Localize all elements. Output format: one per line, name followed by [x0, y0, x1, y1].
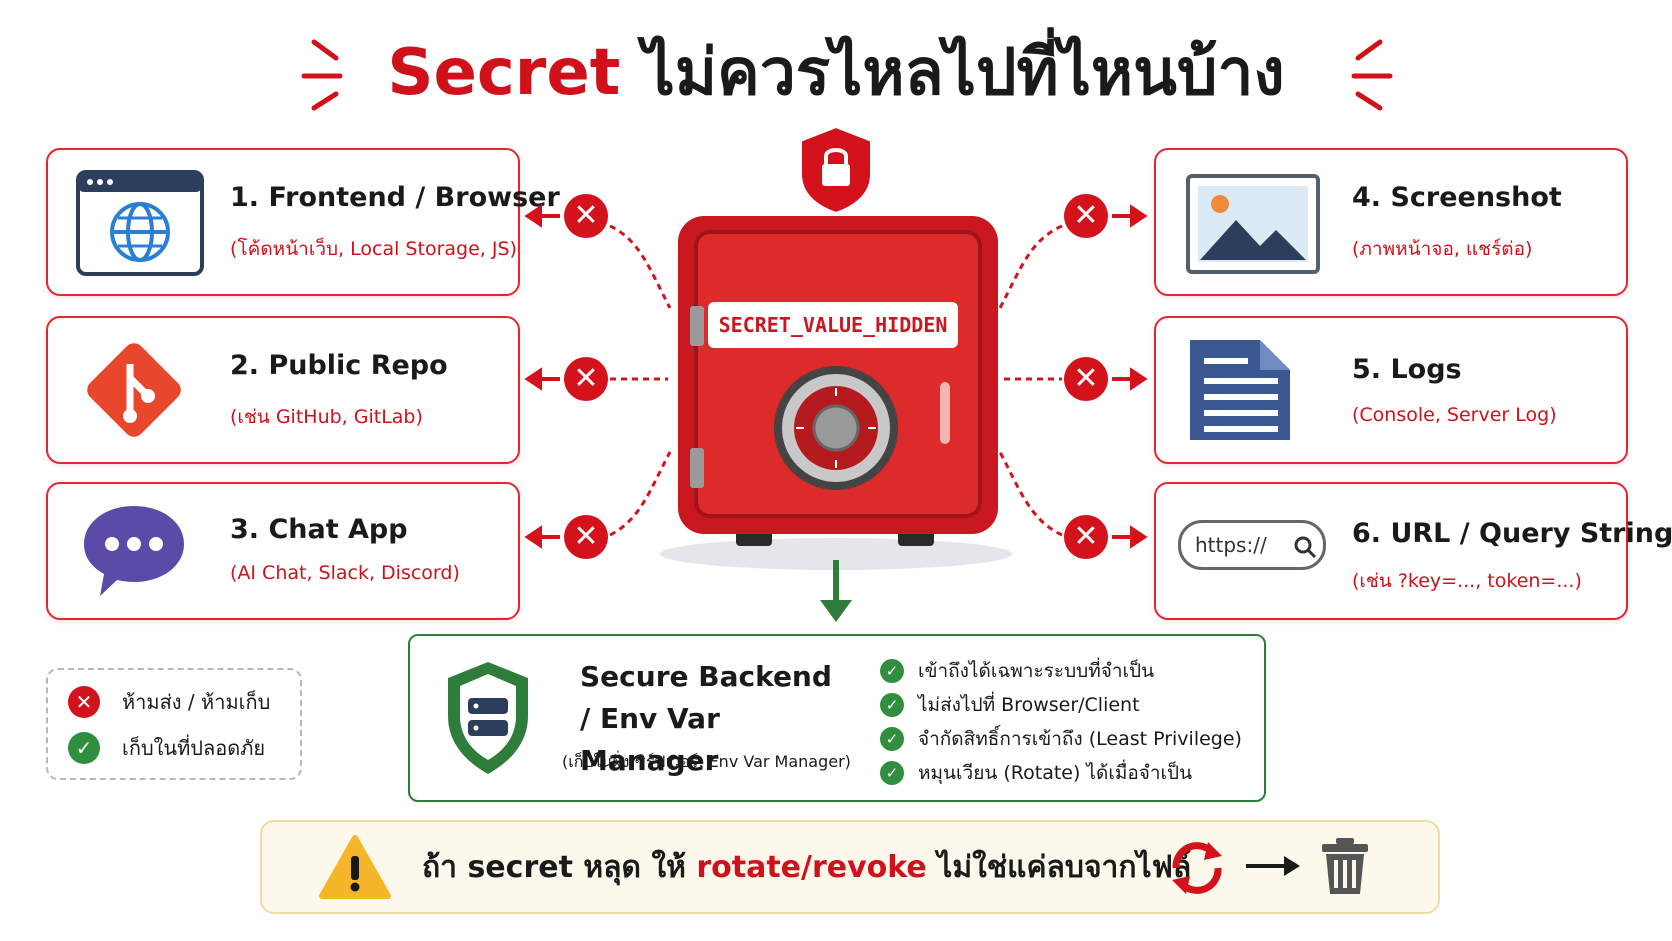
forbidden-marker: ✕: [1064, 515, 1108, 559]
card-subtitle: (โค้ดหน้าเว็บ, Local Storage, JS): [230, 238, 517, 260]
trash-icon: [1322, 838, 1368, 894]
forbidden-marker: ✕: [564, 194, 608, 238]
vault-label: SECRET_VALUE_HIDDEN: [708, 302, 958, 348]
check-icon: ✓: [68, 732, 100, 764]
check-text: จำกัดสิทธิ์การเข้าถึง (Least Privilege): [918, 728, 1242, 750]
image-icon: [1186, 174, 1320, 274]
check-item: ✓ จำกัดสิทธิ์การเข้าถึง (Least Privilege…: [880, 724, 1242, 754]
card-title: 5. Logs: [1352, 354, 1462, 385]
forbidden-marker: ✕: [1064, 194, 1108, 238]
forbidden-marker: ✕: [564, 357, 608, 401]
card-subtitle: (Console, Server Log): [1352, 404, 1557, 426]
card-title: 6. URL / Query String: [1352, 518, 1672, 549]
warning-bar: ถ้า secret หลุด ให้ rotate/revoke ไม่ใช่…: [260, 820, 1440, 914]
warning-icon: [319, 835, 391, 899]
card-title: 2. Public Repo: [230, 350, 448, 381]
warning-suffix: ไม่ใช่แค่ลบจากไฟล์: [937, 850, 1192, 885]
card-subtitle: (เช่น GitHub, GitLab): [230, 406, 423, 428]
url-text: https://: [1195, 533, 1267, 557]
chat-bubble-icon: [84, 506, 184, 596]
warning-highlight: rotate/revoke: [696, 850, 927, 885]
forbidden-marker: ✕: [564, 515, 608, 559]
check-icon: ✓: [880, 693, 904, 717]
browser-globe-icon: [76, 170, 204, 276]
forbidden-marker: ✕: [1064, 357, 1108, 401]
warning-text: ถ้า secret หลุด ให้ rotate/revoke ไม่ใช่…: [422, 844, 1191, 891]
down-arrow-icon: [820, 560, 852, 622]
right-sparkle-icon: [1351, 39, 1393, 111]
card-url-query: https:// 6. URL / Query String (เช่น ?ke…: [1154, 482, 1672, 620]
card-title: 1. Frontend / Browser: [230, 182, 560, 213]
git-icon: [87, 343, 181, 437]
card-title: 4. Screenshot: [1352, 182, 1562, 213]
title-red-part: Secret: [387, 36, 621, 110]
shield-server-icon: [448, 662, 528, 774]
check-item: ✓ หมุนเวียน (Rotate) ได้เมื่อจำเป็น: [880, 758, 1192, 788]
card-chat-app: 3. Chat App (AI Chat, Slack, Discord): [46, 482, 520, 620]
url-bar-icon: https://: [1178, 520, 1326, 570]
backend-title: Secure Backend / Env Var Manager: [580, 660, 832, 777]
check-text: หมุนเวียน (Rotate) ได้เมื่อจำเป็น: [918, 762, 1193, 784]
check-icon: ✓: [880, 761, 904, 785]
card-logs: 5. Logs (Console, Server Log): [1154, 316, 1628, 464]
card-screenshot: 4. Screenshot (ภาพหน้าจอ, แชร์ต่อ): [1154, 148, 1628, 296]
check-text: ไม่ส่งไปที่ Browser/Client: [918, 694, 1140, 716]
right-arrow-icon: [1246, 856, 1300, 876]
card-subtitle: (AI Chat, Slack, Discord): [230, 562, 460, 584]
check-icon: ✓: [880, 727, 904, 751]
legend: ✕ ห้ามส่ง / ห้ามเก็บ ✓ เก็บในที่ปลอดภัย: [46, 668, 302, 780]
warning-prefix: ถ้า secret หลุด ให้: [422, 850, 686, 885]
title-black-part: ไม่ควรไหลไปที่ไหนบ้าง: [642, 36, 1285, 110]
check-item: ✓ เข้าถึงได้เฉพาะระบบที่จำเป็น: [880, 656, 1154, 686]
card-subtitle: (ภาพหน้าจอ, แชร์ต่อ): [1352, 238, 1533, 260]
legend-label: เก็บในที่ปลอดภัย: [122, 736, 266, 760]
left-sparkle-icon: [301, 39, 343, 111]
page-title: Secret ไม่ควรไหลไปที่ไหนบ้าง: [0, 28, 1672, 118]
legend-label: ห้ามส่ง / ห้ามเก็บ: [122, 690, 271, 714]
secure-backend-box: Secure Backend / Env Var Manager (เก็บใน…: [408, 634, 1266, 802]
rotate-icon: [1172, 842, 1222, 894]
card-frontend-browser: 1. Frontend / Browser (โค้ดหน้าเว็บ, Loc…: [46, 148, 560, 296]
search-icon: [1294, 536, 1317, 559]
card-title: 3. Chat App: [230, 514, 408, 545]
check-text: เข้าถึงได้เฉพาะระบบที่จำเป็น: [918, 660, 1155, 682]
legend-row-forbidden: ✕ ห้ามส่ง / ห้ามเก็บ: [68, 686, 270, 718]
forbidden-icon: ✕: [68, 686, 100, 718]
card-public-repo: 2. Public Repo (เช่น GitHub, GitLab): [46, 316, 520, 464]
check-item: ✓ ไม่ส่งไปที่ Browser/Client: [880, 690, 1140, 720]
card-subtitle: (เช่น ?key=..., token=...): [1352, 570, 1582, 592]
check-icon: ✓: [880, 659, 904, 683]
legend-row-safe: ✓ เก็บในที่ปลอดภัย: [68, 732, 265, 764]
backend-subtitle: (เก็บในฝั่งเซิร์ฟเวอร์, Env Var Manager): [562, 752, 851, 771]
vault-safe-icon: [660, 126, 1012, 572]
document-icon: [1190, 340, 1290, 440]
